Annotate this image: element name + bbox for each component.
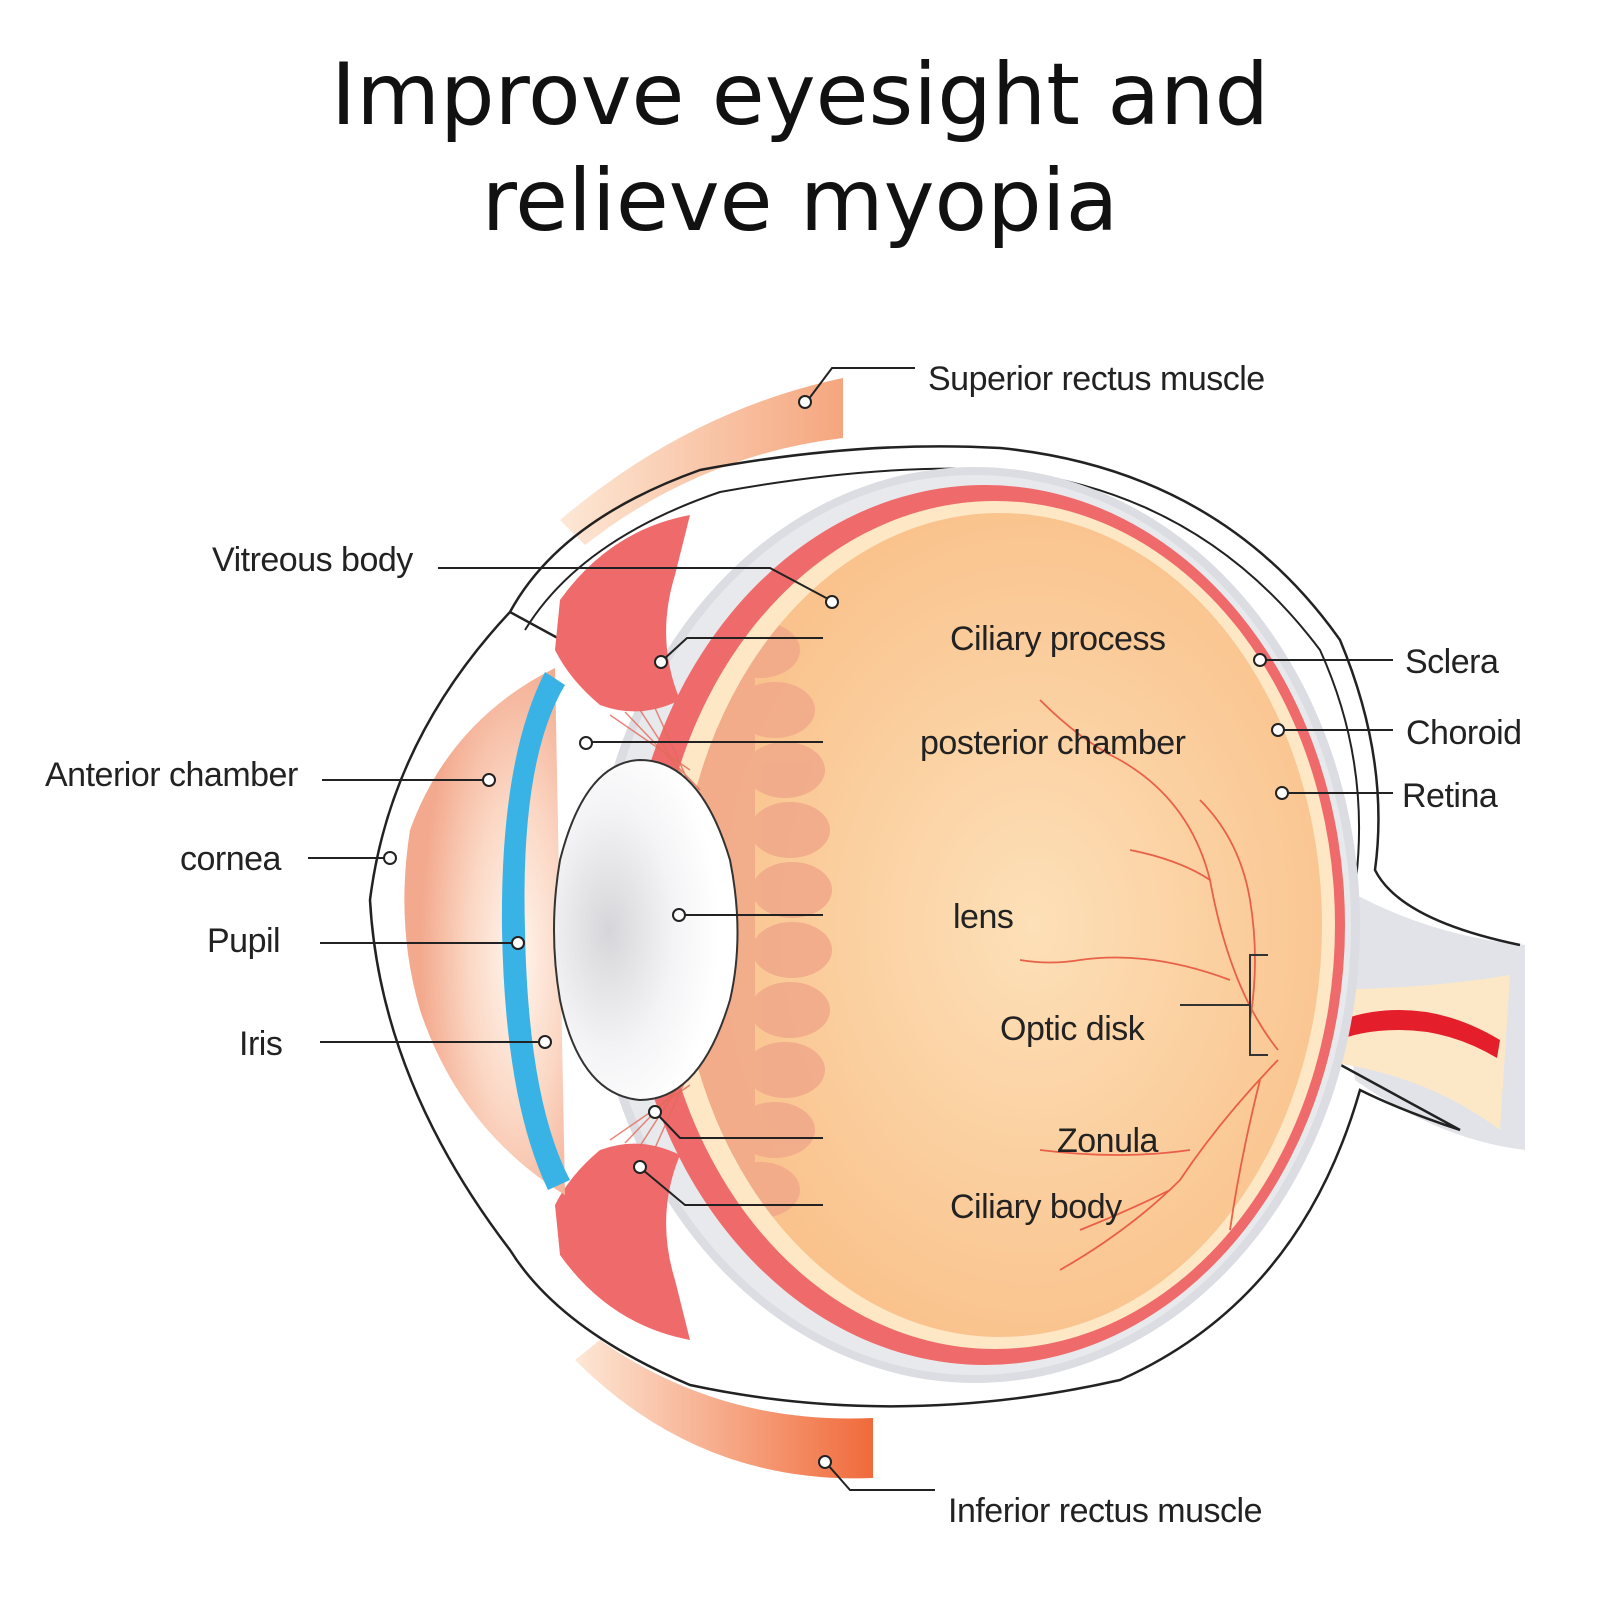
label-optic-disk: Optic disk (1000, 1010, 1146, 1048)
vitreous-body-shape (678, 513, 1322, 1337)
leader-lines (308, 367, 1393, 1491)
page-title: Improve eyesight and relieve myopia (0, 42, 1600, 254)
label-ciliary-body: Ciliary body (950, 1188, 1122, 1226)
label-zonula: Zonula (1057, 1122, 1159, 1160)
ciliary-body-lower (555, 1143, 690, 1340)
eye-outer-outline (368, 445, 1521, 1408)
retinal-vessels (1019, 699, 1279, 1271)
label-ciliary-process: Ciliary process (950, 620, 1165, 658)
ciliary-body-upper (555, 515, 690, 712)
label-pupil: Pupil (207, 922, 280, 960)
label-retina: Retina (1402, 777, 1498, 815)
title-line-1: Improve eyesight and (330, 45, 1270, 145)
lens-shape (553, 758, 739, 1102)
superior-rectus-muscle-shape (560, 378, 843, 545)
label-superior-rectus-muscle: Superior rectus muscle (928, 360, 1265, 398)
label-vitreous-body: Vitreous body (212, 541, 413, 579)
optic-nerve (1285, 880, 1525, 1150)
label-posterior-chamber: posterior chamber (920, 724, 1186, 762)
optic-disk-bracket (1180, 954, 1268, 1056)
label-sclera: Sclera (1405, 643, 1499, 681)
inferior-rectus-muscle-shape (575, 1340, 873, 1479)
label-lens: lens (953, 898, 1013, 936)
label-anterior-chamber: Anterior chamber (45, 756, 298, 794)
label-cornea: cornea (180, 840, 282, 878)
label-iris: Iris (239, 1025, 282, 1063)
label-choroid: Choroid (1406, 714, 1522, 752)
iris-shape (501, 672, 570, 1190)
label-inferior-rectus-muscle: Inferior rectus muscle (948, 1492, 1262, 1530)
title-line-2: relieve myopia (481, 151, 1119, 251)
